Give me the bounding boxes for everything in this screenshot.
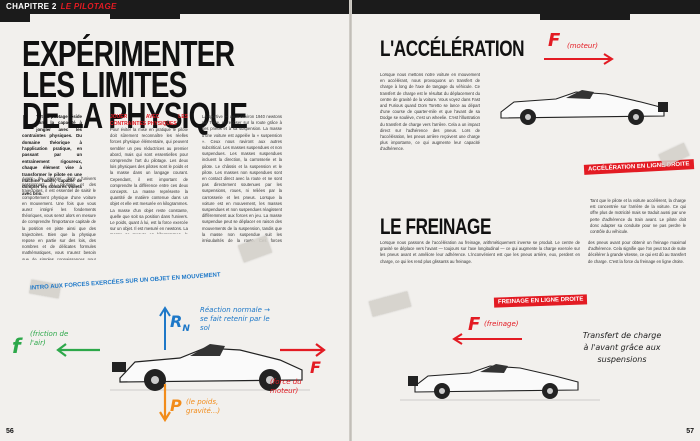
section-title-acceleration: L'ACCÉLÉRATION: [380, 36, 525, 61]
body-column-3: La sportive — deux environ 1940 newtons …: [202, 114, 282, 242]
page-gutter: [349, 0, 352, 441]
acc-side-text: Tant que le pilote et la voiture accélèr…: [590, 198, 686, 234]
grunge-stroke: [540, 14, 630, 20]
brk-tag: FREINAGE EN LIGNE DROITE: [493, 294, 588, 308]
force-f-label: (friction de l'air): [30, 330, 69, 347]
chapter-subtitle: LE PILOTAGE: [60, 2, 117, 11]
section-title-braking: LE FREINAGE: [380, 214, 492, 239]
brk-side-text: des pneus avant pour obtenir un freinage…: [588, 240, 686, 264]
intro-text: 'art du pilotage réside dans la capacité…: [22, 114, 82, 196]
brk-F-symbol: F: [468, 314, 481, 335]
force-rn-subscript: N: [182, 324, 190, 335]
force-F-symbol: F: [310, 358, 321, 377]
acc-tag: ACCÉLÉRATION EN LIGNE DROITE: [583, 159, 694, 175]
brk-arrow: [452, 333, 522, 345]
page-number-left: 56: [6, 428, 14, 435]
brk-body: Lorsque nous passons de l'accélération a…: [380, 240, 580, 264]
force-rn-symbol: RN: [170, 312, 190, 334]
force-rn-label: Réaction normale → se fait retenir par l…: [200, 306, 270, 332]
force-p-symbol: P: [170, 396, 182, 415]
body-column-2: JOUER AVEC LES CONTRAINTES PHYSIQUES Pou…: [110, 114, 188, 234]
diagram-car-left: [56, 306, 326, 423]
grunge-stroke: [110, 14, 180, 19]
column-heading: JOUER AVEC LES CONTRAINTES PHYSIQUES: [110, 114, 188, 127]
diagram-tag: INTRO AUX FORCES EXERCÉES SUR UN OBJET E…: [30, 272, 221, 292]
tape-strip: [368, 291, 412, 317]
acc-arrow: [544, 53, 614, 65]
body-column-1: Avant de plonger dans l'univers passionn…: [22, 176, 96, 260]
force-F-label: (force du moteur): [270, 378, 302, 395]
brk-note: Transfert de charge à l'avant grâce aux …: [582, 331, 662, 364]
title-line: EXPÉRIMENTER LES LIMITES: [22, 33, 235, 105]
dropcap: L: [22, 112, 35, 134]
page-title: EXPÉRIMENTER LES LIMITES DE LA PHYSIQUE: [22, 33, 256, 136]
intro-paragraph: L'art du pilotage réside dans la capacit…: [22, 112, 82, 197]
acc-F-symbol: F: [548, 30, 561, 51]
column-text: Pour éviter la mise en pratique le pilot…: [110, 127, 188, 234]
page-number-right: 57: [686, 428, 694, 435]
force-rn-letter: R: [170, 312, 183, 331]
acc-F-label: (moteur): [567, 42, 598, 50]
force-f-symbol: f: [12, 334, 21, 358]
grunge-stroke: [0, 14, 30, 22]
chapter-number: CHAPITRE 2: [6, 2, 57, 11]
diagram-car-acc: [500, 90, 668, 125]
acc-body: Lorsque nous mettons notre voiture en mo…: [380, 72, 480, 152]
force-p-label: (le poids, gravité...): [186, 398, 221, 415]
title-line: DE LA PHYSIQUE: [22, 95, 248, 136]
brk-F-label: (freinage): [484, 320, 519, 328]
diagram-car-brk: [400, 364, 600, 401]
